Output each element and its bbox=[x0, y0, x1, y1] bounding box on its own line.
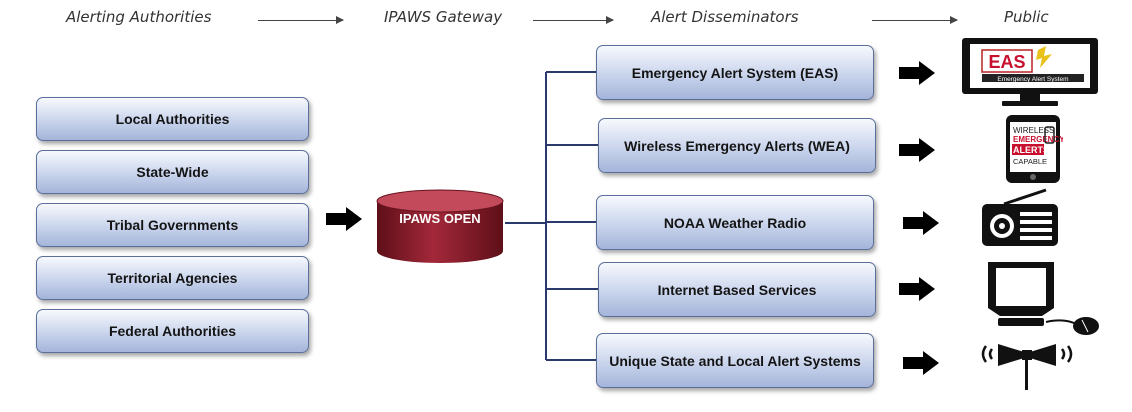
disseminator-wea: Wireless Emergency Alerts (WEA) bbox=[598, 118, 876, 173]
header-alerting-authorities: Alerting Authorities bbox=[66, 8, 212, 26]
header-public: Public bbox=[1004, 8, 1049, 26]
disseminator-eas: Emergency Alert System (EAS) bbox=[596, 45, 874, 100]
header-arrow bbox=[258, 16, 344, 24]
arrow-right-icon bbox=[903, 351, 939, 375]
arrow-right-icon bbox=[899, 277, 935, 301]
authority-local: Local Authorities bbox=[36, 97, 309, 141]
wea-line-3: ALERTS bbox=[1013, 145, 1049, 155]
ipaws-open-label: IPAWS OPEN bbox=[399, 211, 481, 226]
authority-federal: Federal Authorities bbox=[36, 309, 309, 353]
authority-territorial: Territorial Agencies bbox=[36, 256, 309, 300]
authority-state-wide: State-Wide bbox=[36, 150, 309, 194]
arrow-right-icon bbox=[903, 211, 939, 235]
header-ipaws-gateway: IPAWS Gateway bbox=[384, 8, 503, 26]
header-alert-disseminators: Alert Disseminators bbox=[651, 8, 799, 26]
eas-sub-text: Emergency Alert System bbox=[997, 76, 1068, 83]
computer-icon bbox=[988, 262, 1099, 335]
wea-line-1: WIRELESS bbox=[1013, 126, 1054, 135]
wea-line-2: EMERGENCY bbox=[1013, 135, 1063, 144]
radio-icon bbox=[982, 188, 1058, 246]
eas-logo-text: EAS bbox=[988, 52, 1025, 72]
loudspeaker-icon bbox=[981, 344, 1073, 390]
authority-tribal: Tribal Governments bbox=[36, 203, 309, 247]
disseminator-internet: Internet Based Services bbox=[598, 262, 876, 317]
disseminator-noaa: NOAA Weather Radio bbox=[596, 195, 874, 250]
arrow-right-icon bbox=[326, 207, 362, 231]
wea-line-4: CAPABLE bbox=[1013, 157, 1047, 166]
header-arrow bbox=[533, 16, 614, 24]
phone-wea-icon: WIRELESS EMERGENCY ALERTS CAPABLE bbox=[1006, 115, 1063, 183]
tv-eas-icon: EAS Emergency Alert System bbox=[962, 38, 1098, 106]
arrow-right-icon bbox=[899, 61, 935, 85]
arrow-right-icon bbox=[899, 138, 935, 162]
ipaws-open-cylinder bbox=[376, 189, 504, 263]
disseminator-unique-local: Unique State and Local Alert Systems bbox=[596, 333, 874, 388]
header-arrow bbox=[872, 16, 958, 24]
